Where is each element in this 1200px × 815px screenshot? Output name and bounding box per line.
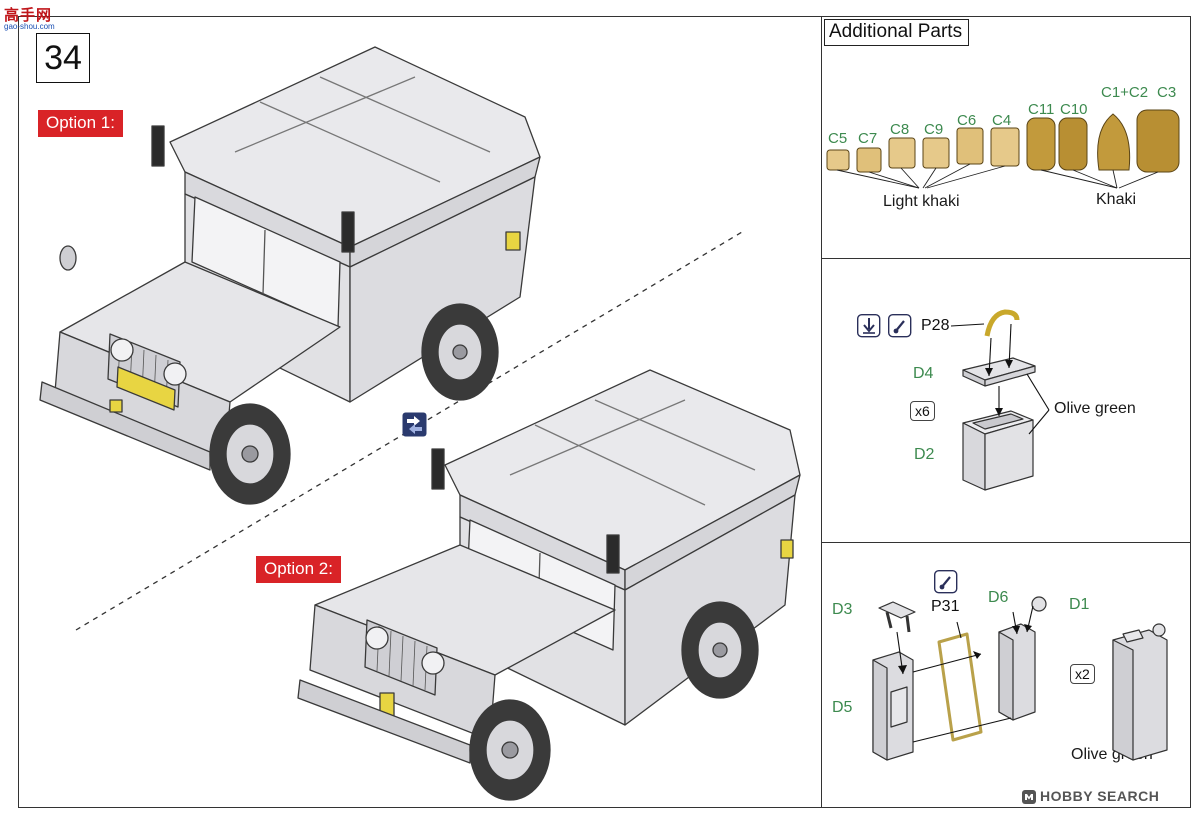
- part-code-c3: C3: [1157, 84, 1177, 101]
- bend-icon: [933, 569, 958, 594]
- hobby-search-watermark: HOBBY SEARCH: [1040, 788, 1160, 804]
- resin-parts-illustration: [826, 109, 1180, 189]
- additional-parts-title: Additional Parts: [824, 19, 970, 46]
- part-code-c10: C10: [1060, 101, 1088, 118]
- part-code-c6: C6: [957, 112, 977, 129]
- battery-assembly-illustration: [950, 309, 1050, 491]
- part-code-c1-c2: C1+C2: [1101, 84, 1149, 101]
- part-code-d6: D6: [988, 589, 1009, 606]
- battery-multiplier: x6: [910, 401, 935, 421]
- part-code-c4: C4: [992, 112, 1012, 129]
- mirror-arrow-icon: [402, 412, 427, 437]
- part-code-c8: C8: [890, 121, 910, 138]
- option-2-badge: Option 2:: [256, 556, 341, 583]
- jerrycan-assembly-illustration: [872, 596, 1168, 761]
- khaki-label: Khaki: [1096, 191, 1137, 208]
- part-code-c7: C7: [858, 130, 878, 147]
- battery-color-label: Olive green: [1054, 400, 1136, 417]
- bend-icon: [887, 313, 912, 338]
- part-code-d2: D2: [914, 446, 935, 463]
- vehicle-option-1-illustration: [39, 46, 541, 505]
- part-code-d5: D5: [832, 699, 853, 716]
- part-code-d3: D3: [832, 601, 853, 618]
- part-code-d4: D4: [913, 365, 934, 382]
- step-number: 34: [36, 33, 90, 83]
- site-logo-url: gao-shou.com: [4, 22, 55, 31]
- hobby-search-icon: [1022, 790, 1036, 804]
- part-code-p31: P31: [931, 598, 960, 615]
- option-1-badge: Option 1:: [38, 110, 123, 137]
- site-logo: 高手网: [4, 7, 53, 24]
- part-code-c9: C9: [924, 121, 944, 138]
- jerrycan-multiplier: x2: [1070, 664, 1095, 684]
- part-code-c5: C5: [828, 130, 848, 147]
- jerrycan-panel: [821, 542, 1191, 808]
- light-khaki-label: Light khaki: [883, 193, 960, 210]
- vehicle-option-2-illustration: [297, 369, 801, 801]
- part-code-p28: P28: [921, 317, 950, 334]
- part-code-d1: D1: [1069, 596, 1090, 613]
- part-code-c11: C11: [1028, 101, 1055, 118]
- glue-icon: [856, 313, 881, 338]
